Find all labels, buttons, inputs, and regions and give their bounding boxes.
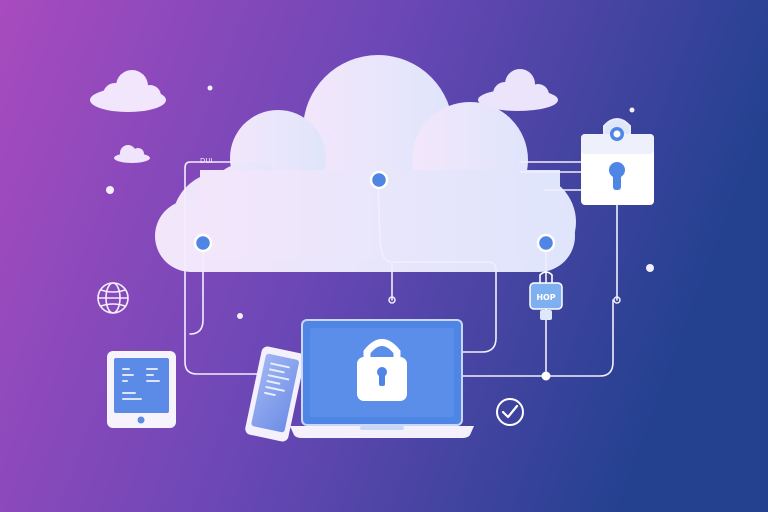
tablet-icon (107, 351, 176, 428)
padlock-badge-label: HOP (536, 293, 555, 302)
node-top (369, 170, 389, 190)
padlock-icon (357, 339, 407, 401)
padlock-badge (529, 271, 563, 320)
decorative-dots (106, 85, 654, 319)
keyhole-lock-icon (581, 118, 654, 205)
small-cloud-left (90, 70, 166, 112)
small-cloud-right (478, 69, 558, 111)
cloud-corner-label: DUI (200, 157, 213, 165)
phone-icon (245, 346, 305, 442)
checkmark-icon (496, 398, 524, 426)
globe-icon (97, 282, 129, 314)
node-left (193, 233, 213, 253)
node-small-right (613, 296, 621, 304)
node-junction (541, 371, 551, 381)
cloud-nodes (193, 170, 621, 381)
node-small-center (388, 296, 396, 304)
small-cloud-mid (114, 145, 150, 163)
node-right (536, 233, 556, 253)
